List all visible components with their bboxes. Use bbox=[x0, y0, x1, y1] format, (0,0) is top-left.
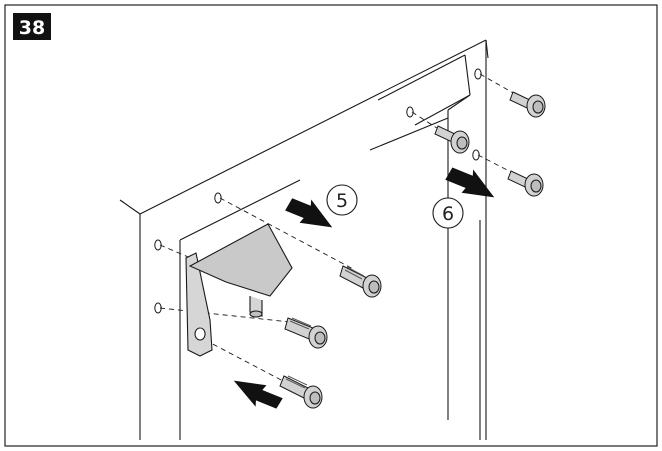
guide-top-left bbox=[411, 111, 441, 131]
guide-bottom bbox=[204, 339, 286, 383]
door-inner-corner bbox=[464, 54, 471, 96]
callout-bracket-circle bbox=[326, 184, 358, 216]
door-corner-tick bbox=[485, 39, 489, 59]
door-top-front-edge bbox=[139, 39, 487, 215]
callout-bracket: 5 bbox=[326, 184, 358, 216]
hole-top-lower bbox=[472, 149, 480, 161]
screw-top-right bbox=[509, 91, 546, 118]
guide-middle bbox=[159, 307, 291, 323]
door-inner-top-edge-a bbox=[377, 54, 466, 101]
screw-bracket-upper bbox=[339, 265, 382, 298]
arrow-bracket bbox=[285, 198, 333, 228]
hinge-bracket bbox=[185, 223, 293, 357]
bracket-pin-end bbox=[249, 310, 263, 318]
arrow-bottom-screw bbox=[233, 380, 283, 409]
hole-top-left bbox=[406, 106, 414, 118]
screws bbox=[279, 91, 546, 409]
callout-top-screws-circle bbox=[432, 197, 464, 229]
direction-arrows bbox=[233, 167, 495, 409]
guide-top-lower bbox=[477, 154, 514, 174]
bracket-plate-hole bbox=[194, 327, 206, 341]
door-inner-top-recess bbox=[179, 179, 301, 241]
door-inner-bevel bbox=[447, 94, 471, 111]
door-bottom-left-stub bbox=[119, 199, 141, 215]
step-badge: 38 bbox=[13, 13, 51, 40]
bracket-vertical-plate bbox=[185, 252, 213, 357]
hole-left-upper bbox=[154, 239, 162, 251]
screw-top-lower bbox=[507, 170, 544, 197]
screw-top-left bbox=[434, 125, 470, 154]
callout-top-screws-label: 6 bbox=[442, 203, 454, 225]
door-top-recess-line bbox=[369, 117, 449, 151]
callout-bracket-label: 5 bbox=[336, 190, 348, 212]
screw-holes bbox=[154, 68, 482, 314]
arrow-top-screws bbox=[445, 167, 495, 198]
screw-bracket-middle bbox=[284, 317, 328, 349]
step-number: 38 bbox=[19, 17, 45, 39]
door-panel bbox=[119, 39, 489, 440]
guide-lines bbox=[159, 73, 516, 383]
door-inner-top-edge-b bbox=[414, 94, 471, 126]
step-badge-bg bbox=[13, 13, 51, 40]
hole-top-right bbox=[474, 68, 482, 80]
guide-top-right bbox=[479, 73, 516, 95]
screw-bracket-lower bbox=[279, 375, 323, 409]
figure-border bbox=[4, 4, 658, 447]
hole-bracket-top bbox=[214, 192, 222, 204]
callout-top-screws: 6 bbox=[432, 197, 464, 229]
bracket-top-plate bbox=[188, 223, 293, 297]
guide-bracket-screw bbox=[219, 197, 356, 271]
